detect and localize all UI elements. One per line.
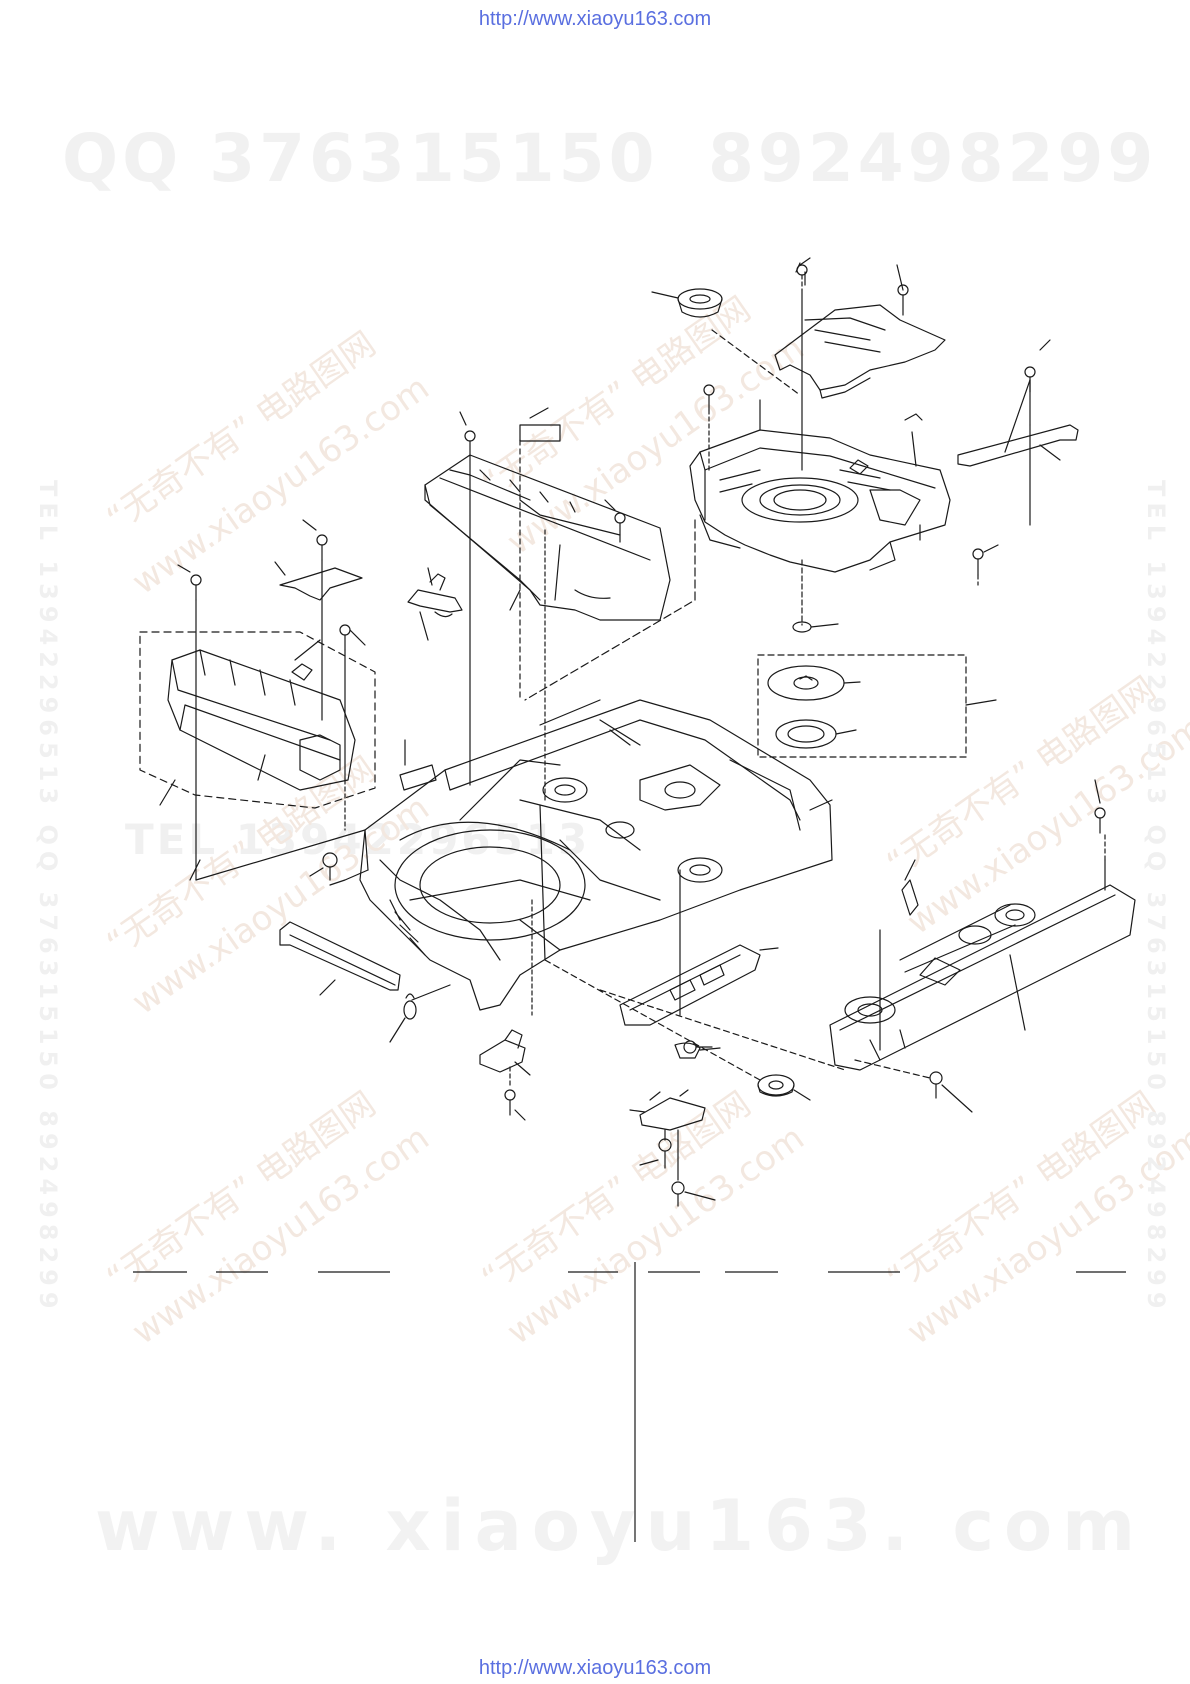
left-rail bbox=[195, 779, 451, 1043]
right-bracket bbox=[957, 339, 1079, 526]
screws-upper-right bbox=[703, 257, 923, 475]
front-plate bbox=[599, 944, 846, 1071]
bottom-small-parts bbox=[479, 959, 811, 1207]
turntable-stack bbox=[757, 559, 997, 758]
clamp-cover bbox=[774, 304, 946, 399]
screw-left-middle bbox=[309, 852, 338, 881]
clamp-holder-assembly bbox=[689, 429, 951, 573]
tel-watermark: TEL 13942296513 bbox=[125, 815, 591, 864]
left-plate bbox=[177, 519, 366, 881]
clamper bbox=[651, 288, 801, 396]
loading-motor-assembly bbox=[829, 779, 1136, 1113]
main-chassis bbox=[329, 699, 833, 1016]
tray-lever bbox=[407, 567, 463, 641]
site-watermark: www. xiaoyu163. com bbox=[95, 1485, 1146, 1567]
footer-url[interactable]: http://www.xiaoyu163.com bbox=[478, 1657, 712, 1679]
left-assembly bbox=[139, 631, 376, 809]
header-url[interactable]: http://www.xiaoyu163.com bbox=[478, 8, 712, 30]
